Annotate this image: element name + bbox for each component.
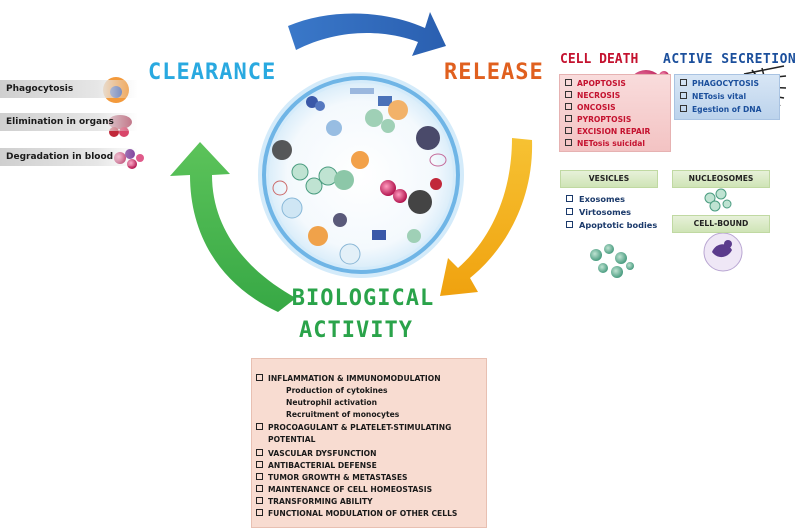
biological-activity-title-line2: ACTIVITY — [299, 318, 413, 343]
cell-death-item: EXCISION REPAIR — [565, 127, 650, 136]
active-secretion-item: PHAGOCYTOSIS — [680, 79, 759, 88]
checkbox-icon — [256, 509, 263, 516]
cell-bound-icon — [703, 232, 743, 272]
bio-subitem: Neutrophil activation — [286, 398, 377, 407]
bio-item: MAINTENANCE OF CELL HOMEOSTASIS — [256, 485, 432, 494]
cell-death-title: CELL DEATH — [560, 52, 639, 67]
checkbox-icon — [565, 103, 572, 110]
central-disc — [269, 83, 453, 267]
bio-item-continuation: POTENTIAL — [268, 435, 316, 444]
clearance-title: CLEARANCE — [148, 60, 277, 85]
checkbox-icon — [680, 92, 687, 99]
checkbox-icon — [565, 79, 572, 86]
bio-item: TRANSFORMING ABILITY — [256, 497, 373, 506]
active-secretion-title: ACTIVE SECRETION — [663, 52, 797, 67]
release-title: RELEASE — [444, 60, 544, 85]
checkbox-icon — [565, 139, 572, 146]
vesicle-cluster-icon — [590, 244, 634, 278]
checkbox-icon — [565, 115, 572, 122]
bio-item: ANTIBACTERIAL DEFENSE — [256, 461, 377, 470]
release-arrow — [288, 12, 446, 56]
checkbox-icon — [256, 473, 263, 480]
bio-item: FUNCTIONAL MODULATION OF OTHER CELLS — [256, 509, 457, 518]
vesicle-item: Apoptotic bodies — [566, 220, 657, 230]
checkbox-icon — [256, 449, 263, 456]
checkbox-icon — [256, 461, 263, 468]
cell-bound-title: CELL-BOUND — [672, 215, 770, 233]
biological-activity-arrow — [440, 138, 533, 296]
bio-item: PROCOAGULANT & PLATELET-STIMULATING — [256, 423, 451, 432]
checkbox-icon — [566, 208, 573, 215]
vesicle-item: Exosomes — [566, 194, 625, 204]
bio-item: VASCULAR DYSFUNCTION — [256, 449, 376, 458]
vesicles-title: VESICLES — [560, 170, 658, 188]
active-secretion-item: Egestion of DNA — [680, 105, 762, 114]
clearance-arrow — [170, 142, 296, 312]
clearance-item-elimination: Elimination in organs — [0, 113, 138, 131]
cell-death-item: NETosis suicidal — [565, 139, 645, 148]
nucleosomes-title: NUCLEOSOMES — [672, 170, 770, 188]
checkbox-icon — [256, 423, 263, 430]
checkbox-icon — [566, 221, 573, 228]
checkbox-icon — [565, 91, 572, 98]
clearance-item-phagocytosis: Phagocytosis — [0, 80, 138, 98]
cell-death-item: APOPTOSIS — [565, 79, 626, 88]
checkbox-icon — [256, 485, 263, 492]
checkbox-icon — [680, 79, 687, 86]
clearance-item-degradation: Degradation in blood — [0, 148, 138, 166]
checkbox-icon — [680, 105, 687, 112]
central-disc-ring — [262, 76, 460, 274]
particle-cluster — [272, 88, 447, 265]
checkbox-icon — [566, 195, 573, 202]
checkbox-icon — [565, 127, 572, 134]
bio-item: TUMOR GROWTH & METASTASES — [256, 473, 407, 482]
bio-subitem: Production of cytokines — [286, 386, 388, 395]
checkbox-icon — [256, 374, 263, 381]
cell-death-box — [559, 74, 671, 152]
vesicle-item: Virtosomes — [566, 207, 631, 217]
cell-death-item: PYROPTOSIS — [565, 115, 631, 124]
nucleosome-icon — [704, 188, 732, 212]
checkbox-icon — [256, 497, 263, 504]
biological-activity-title-line1: BIOLOGICAL — [291, 286, 435, 311]
cell-death-item: NECROSIS — [565, 91, 620, 100]
bio-item: INFLAMMATION & IMMUNOMODULATION — [256, 374, 441, 383]
cell-death-item: ONCOSIS — [565, 103, 616, 112]
active-secretion-box — [674, 74, 780, 120]
biological-activity-box — [251, 358, 487, 528]
bio-subitem: Recruitment of monocytes — [286, 410, 400, 419]
active-secretion-item: NETosis vital — [680, 92, 746, 101]
